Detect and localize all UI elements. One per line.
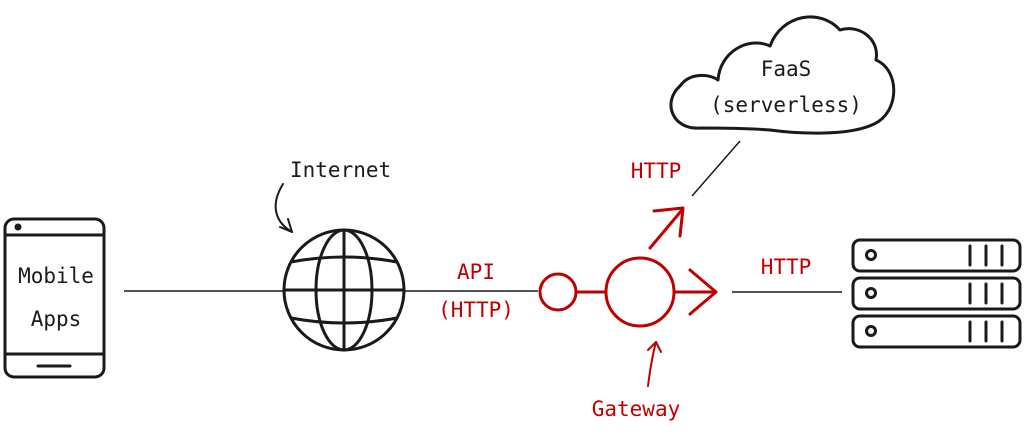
http-to-faas-label: HTTP <box>631 159 682 183</box>
mobile-apps-label-line2: Apps <box>31 307 82 331</box>
globe-icon <box>282 228 406 352</box>
internet-label: Internet <box>290 158 391 182</box>
mobile-phone-icon <box>3 217 106 379</box>
faas-label-line1: FaaS <box>761 57 812 81</box>
cloud-icon <box>669 15 896 135</box>
internet-pointer-arrow <box>274 183 293 233</box>
api-http-label-line2: (HTTP) <box>438 298 514 322</box>
gateway-label: Gateway <box>592 397 681 421</box>
connection-line-gateway-faas <box>691 140 741 197</box>
server-stack-icon <box>851 238 1022 349</box>
faas-label-line2: (serverless) <box>710 93 862 117</box>
mobile-apps-label-line1: Mobile <box>18 264 94 288</box>
gateway-icon <box>538 206 718 328</box>
http-to-server-label: HTTP <box>761 255 812 279</box>
api-http-label-line1: API <box>457 260 495 284</box>
gateway-pointer-arrow <box>647 341 662 387</box>
